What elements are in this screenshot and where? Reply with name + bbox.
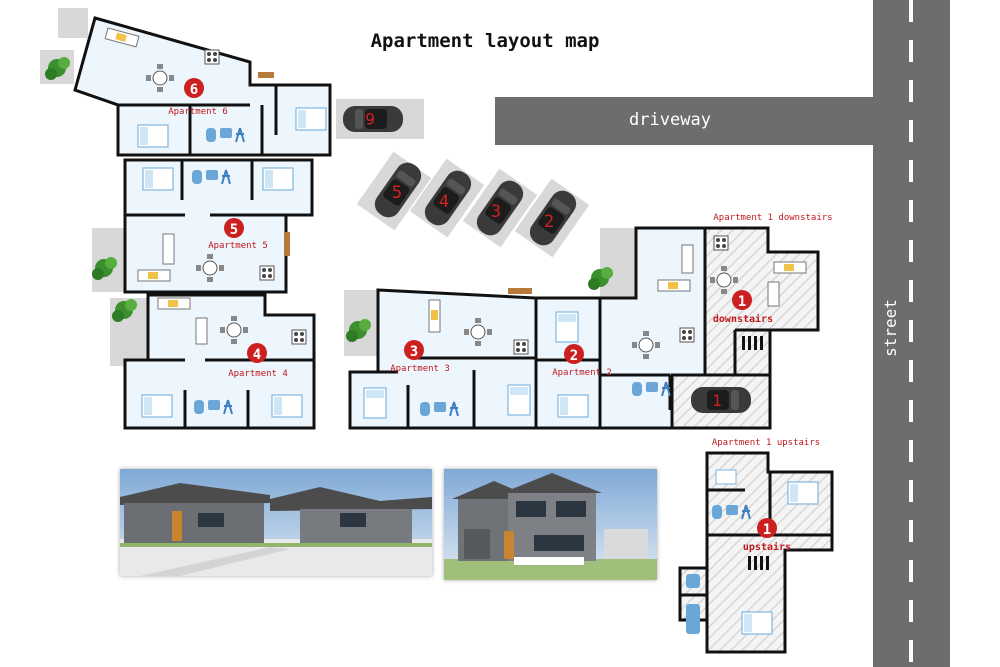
apartment-1-downstairs: 1 [670,226,820,430]
parking-spot: 6 [336,99,424,139]
apartment-label: Apartment 1 downstairs [713,213,832,223]
apartment-number: 4 [253,347,261,363]
driveway-label: driveway [629,110,711,130]
driveway-road [495,97,875,145]
apartment-label: Apartment 3 [390,364,450,374]
apartment-1-upstairs [678,451,834,654]
apartment-number: 2 [570,348,578,364]
apartment-label: Apartment 5 [208,241,268,251]
parking-number: 1 [712,391,722,410]
apartment-6 [40,8,332,157]
apartment-number: 3 [410,344,418,360]
single-storey-exterior-render [120,469,432,576]
parking-spot: 2 [514,178,590,258]
page-title: Apartment layout map [370,30,600,52]
apartment-marker [247,343,267,363]
apartment-level: upstairs [743,541,791,553]
apartment-number: 6 [190,82,198,98]
apartment-label: Apartment 6 [168,107,228,117]
apartment-number: 1 [763,522,771,538]
parking-spot: 4 [409,158,485,238]
apartment-label: Apartment 4 [228,369,288,379]
apartment-marker [732,290,752,310]
parking-spot: 3 [462,168,538,248]
parking-number: 6 [365,109,375,128]
apartment-5 [92,158,314,294]
parking-spot: 5 [356,151,432,231]
two-storey-exterior-render [444,469,657,580]
apartment-level: downstairs [713,313,773,325]
apartment-number: 1 [738,294,746,310]
parking-number: 2 [544,212,554,232]
apartment-2 [534,226,707,430]
street-label: street [881,299,900,357]
parking-number: 3 [491,202,501,222]
parking-number: 4 [439,192,449,212]
apartment-marker [564,344,584,364]
apartment-marker [404,340,424,360]
apartment-number: 5 [230,222,238,238]
apartment-label: Apartment 2 [552,368,612,378]
apartment-marker [757,518,777,538]
apartment-marker [224,218,244,238]
apartment-4 [110,293,316,430]
parking-number: 5 [392,183,402,203]
street-road [873,0,950,667]
apartment-label: Apartment 1 upstairs [712,438,820,448]
apartment-marker [184,78,204,98]
apartment-3 [344,288,538,430]
